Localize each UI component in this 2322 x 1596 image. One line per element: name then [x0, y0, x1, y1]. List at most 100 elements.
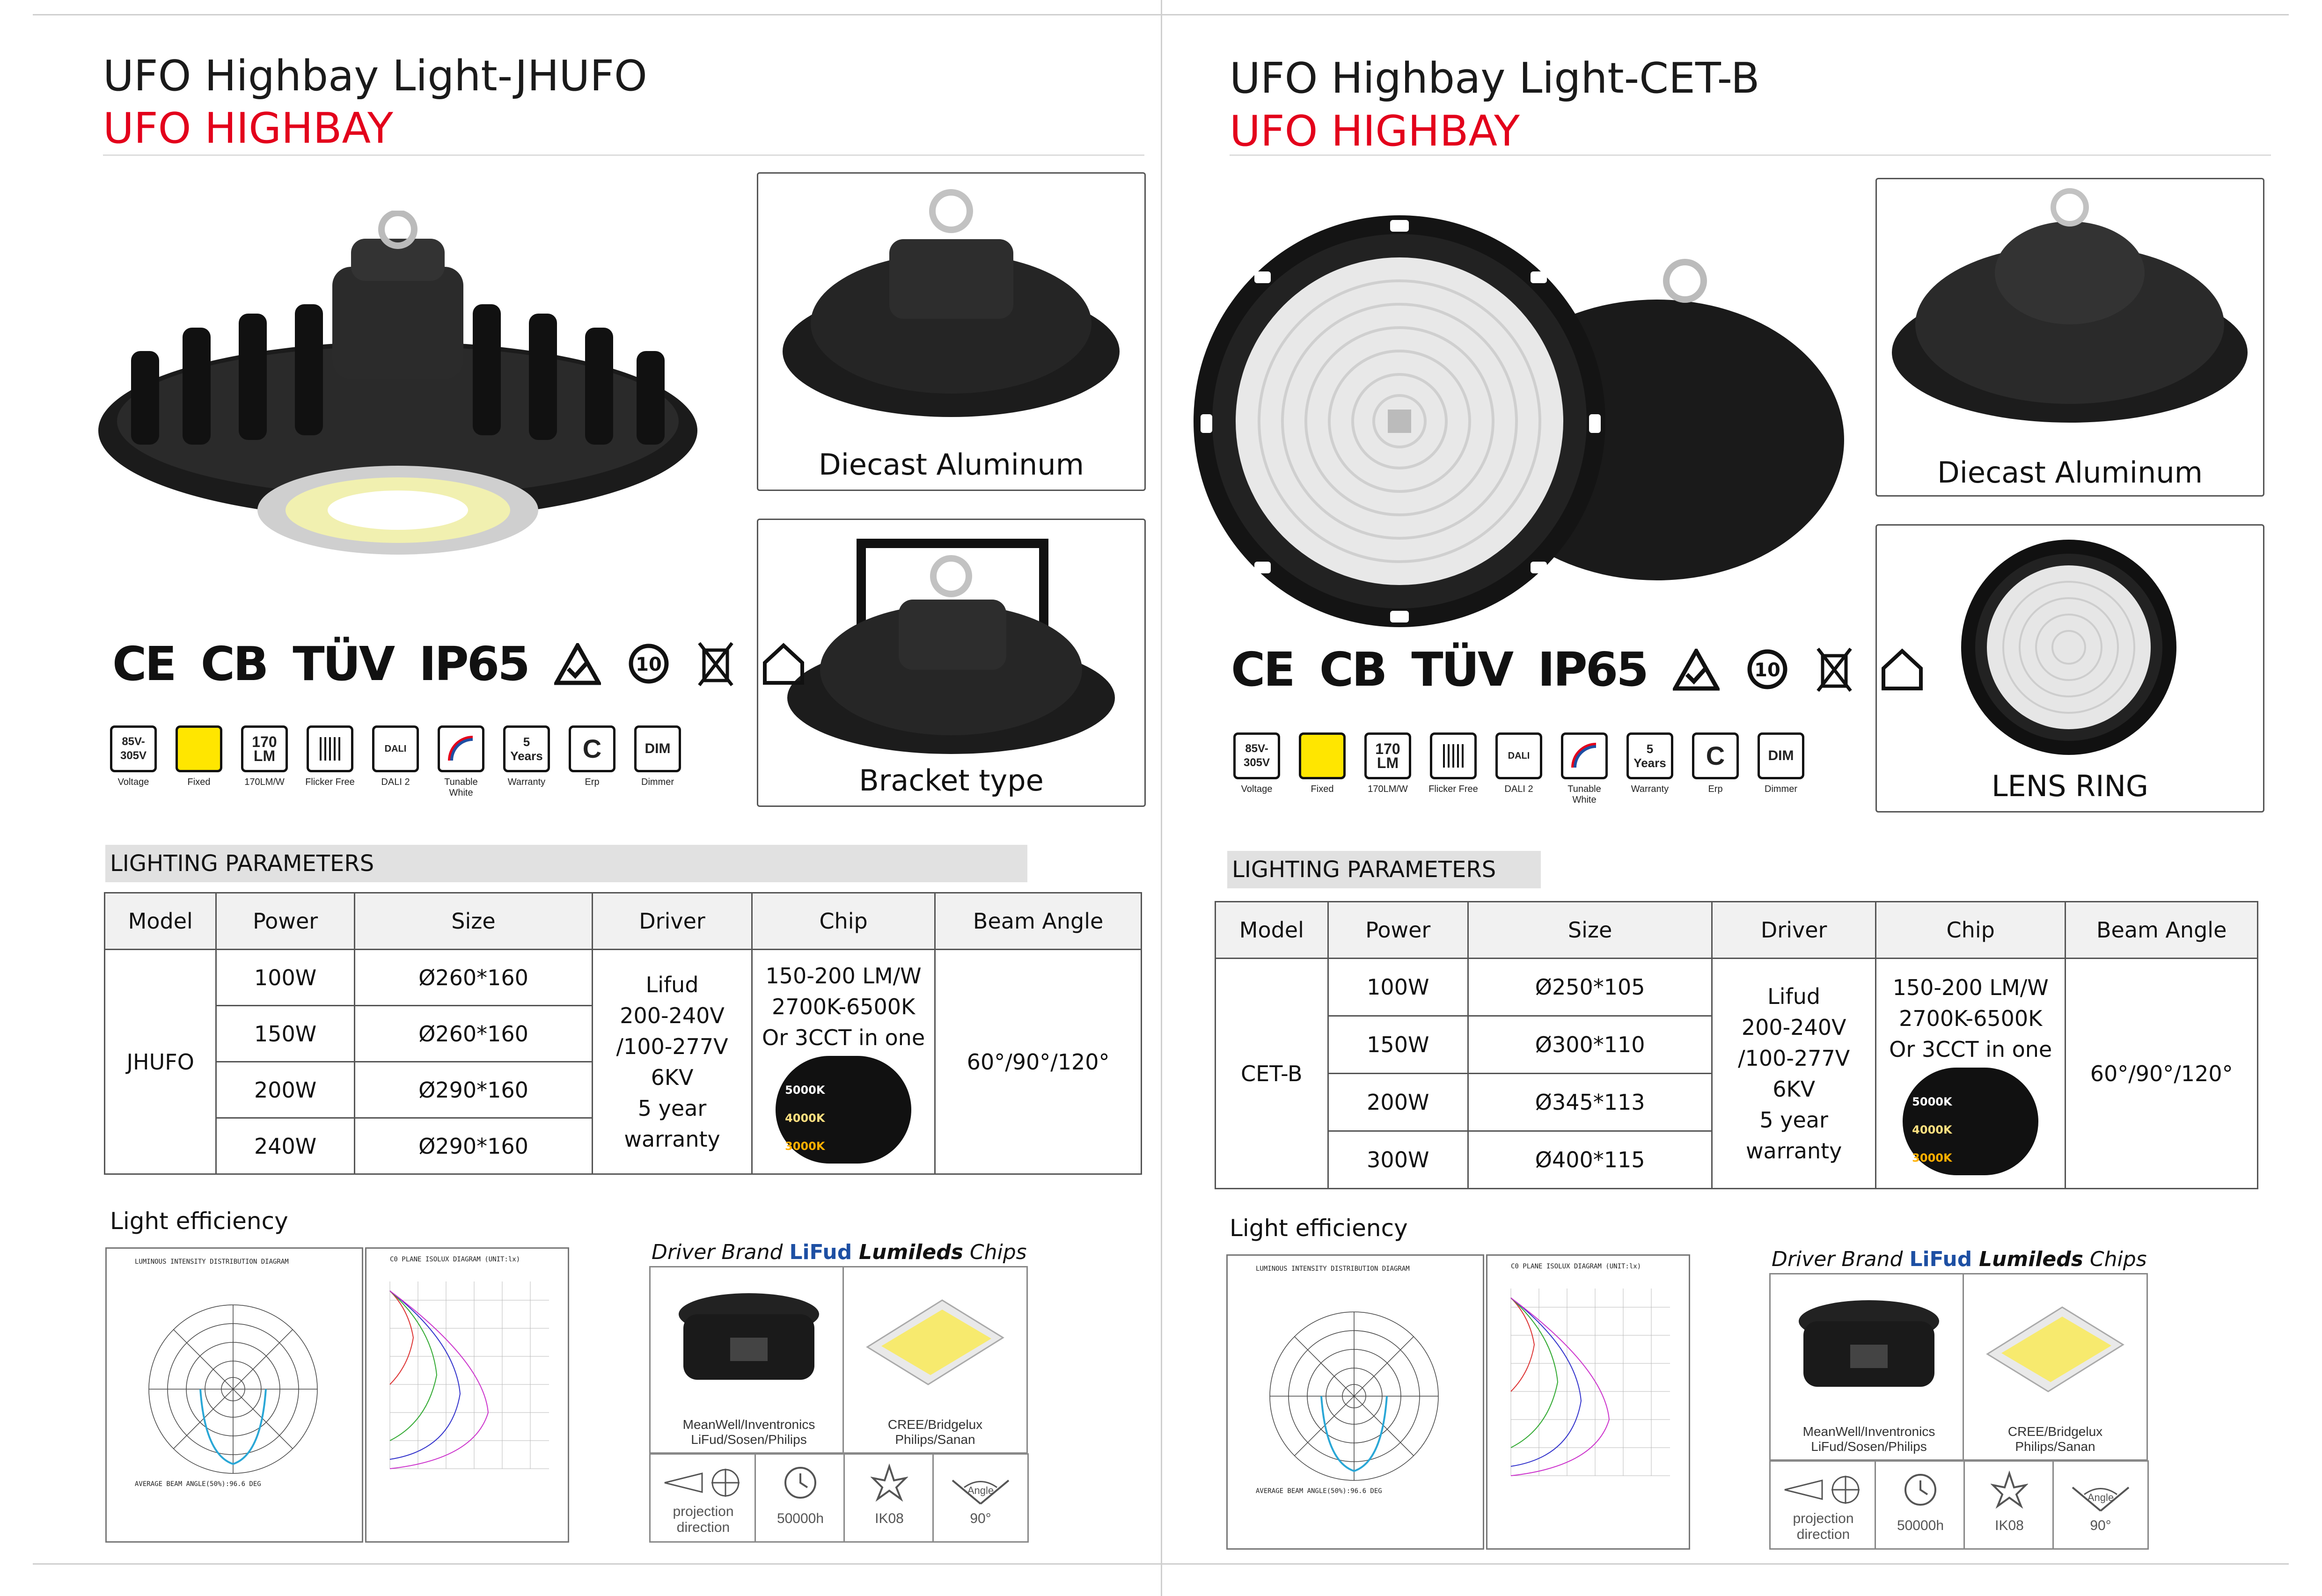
col-driver: Driver: [592, 892, 753, 950]
ip65-mark: IP65: [1538, 642, 1649, 697]
spec-lifetime: 50000h: [1875, 1460, 1966, 1550]
model-cell: JHUFO: [103, 949, 217, 1175]
col-chip: Chip: [751, 892, 936, 950]
col-size: Size: [1467, 901, 1713, 959]
lifud-logo: LiFud: [1909, 1247, 1972, 1271]
isolux-diagram: C0 PLANE ISOLUX DIAGRAM (UNIT:lx): [1486, 1254, 1690, 1550]
diecast-frame: Diecast Aluminum: [1875, 178, 2264, 497]
polar-diagram: LUMINOUS INTENSITY DISTRIBUTION DIAGRAM …: [105, 1247, 363, 1543]
spec-angle: Angle 90°: [932, 1453, 1029, 1543]
spec-angle: Angle 90°: [2052, 1460, 2149, 1550]
rcm-icon: [554, 643, 601, 685]
size-cell: Ø290*160: [353, 1061, 593, 1119]
feature-fixed: Fixed: [1297, 732, 1348, 795]
svg-text:10: 10: [636, 654, 662, 675]
feature-flicker-free: Flicker Free: [304, 725, 356, 788]
diecast-caption: Diecast Aluminum: [818, 447, 1084, 482]
impact-icon: [1991, 1470, 2028, 1509]
beam-cell: 60°/90°/120°: [934, 949, 1142, 1175]
col-chip: Chip: [1875, 901, 2066, 959]
diecast-image: [1892, 188, 2248, 423]
spec-impact: IK08: [843, 1453, 935, 1543]
right-panel: UFO Highbay Light-CET-B UFO HIGHBAY Diec…: [1119, 0, 2271, 1596]
bracket-caption: Bracket type: [859, 763, 1044, 798]
driver-brand-caption: Driver Brand LiFud: [1772, 1247, 1972, 1271]
lens-ring-frame: LENS RING: [1875, 524, 2264, 813]
angle-icon: [952, 1479, 1010, 1505]
power-cell: 100W: [215, 949, 355, 1006]
angle-icon: [2072, 1486, 2130, 1512]
rohs-icon: 10: [629, 644, 669, 684]
cb-mark: CB: [1319, 642, 1388, 697]
impact-icon: [871, 1463, 908, 1502]
clock-icon: [784, 1467, 816, 1499]
size-cell: Ø260*160: [353, 1005, 593, 1062]
efficiency-label: Light efficiency: [110, 1208, 288, 1235]
certification-row: CE CB TÜV IP65 10: [1231, 642, 1926, 697]
size-cell: Ø250*105: [1467, 958, 1713, 1017]
ip65-mark: IP65: [419, 637, 530, 691]
power-cell: 300W: [1327, 1130, 1469, 1189]
power-cell: 200W: [215, 1061, 355, 1119]
power-cell: 150W: [1327, 1015, 1469, 1074]
spec-lifetime: 50000h: [754, 1453, 846, 1543]
lens-ring-image: [1961, 540, 2176, 755]
power-cell: 150W: [215, 1005, 355, 1062]
power-cell: 240W: [215, 1117, 355, 1175]
spec-projection: projection direction: [649, 1453, 757, 1543]
isolux-plot: [1510, 1289, 1670, 1476]
size-cell: Ø400*115: [1467, 1130, 1713, 1189]
cb-mark: CB: [200, 637, 269, 691]
weee-icon: [1817, 647, 1852, 692]
polar-diagram: LUMINOUS INTENSITY DISTRIBUTION DIAGRAM …: [1226, 1254, 1484, 1550]
weee-icon: [698, 642, 733, 686]
section-header: LIGHTING PARAMETERS: [1227, 851, 1541, 888]
bracket-image: [787, 539, 1115, 754]
bracket-frame: Bracket type: [757, 519, 1146, 807]
section-title: LIGHTING PARAMETERS: [110, 850, 374, 877]
model-cell: CET-B: [1215, 958, 1329, 1189]
title-rule: [1230, 154, 2271, 156]
col-model: Model: [1215, 901, 1329, 959]
svg-text:10: 10: [1754, 659, 1780, 681]
lifud-logo: LiFud: [789, 1240, 852, 1264]
indoor-use-icon: [1881, 648, 1923, 690]
spec-projection: projection direction: [1769, 1460, 1877, 1550]
col-beam: Beam Angle: [934, 892, 1142, 950]
size-cell: Ø260*160: [353, 949, 593, 1006]
indoor-use-icon: [762, 643, 804, 685]
size-cell: Ø345*113: [1467, 1073, 1713, 1132]
product-title: UFO Highbay Light-JHUFO: [103, 51, 647, 101]
col-size: Size: [353, 892, 593, 950]
isolux-plot: [389, 1281, 549, 1469]
col-power: Power: [1327, 901, 1469, 959]
title-rule: [103, 154, 1144, 156]
beam-cell: 60°/90°/120°: [2065, 958, 2258, 1189]
col-beam: Beam Angle: [2065, 901, 2258, 959]
cct-switch-image: 5000K 4000K 3000K: [1903, 1067, 2039, 1175]
cct-switch-image: 5000K 4000K 3000K: [776, 1055, 912, 1164]
polar-plot: [148, 1304, 318, 1474]
ce-mark: CE: [112, 637, 177, 691]
chip-image: [1986, 1306, 2124, 1392]
size-cell: Ø300*110: [1467, 1015, 1713, 1074]
feature-tunable: Tunable White: [435, 725, 487, 798]
chip-image: [866, 1299, 1004, 1385]
power-cell: 200W: [1327, 1073, 1469, 1132]
efficiency-label: Light efficiency: [1230, 1215, 1408, 1242]
tuv-mark: TÜV: [1411, 642, 1514, 697]
section-title: LIGHTING PARAMETERS: [1232, 857, 1496, 883]
